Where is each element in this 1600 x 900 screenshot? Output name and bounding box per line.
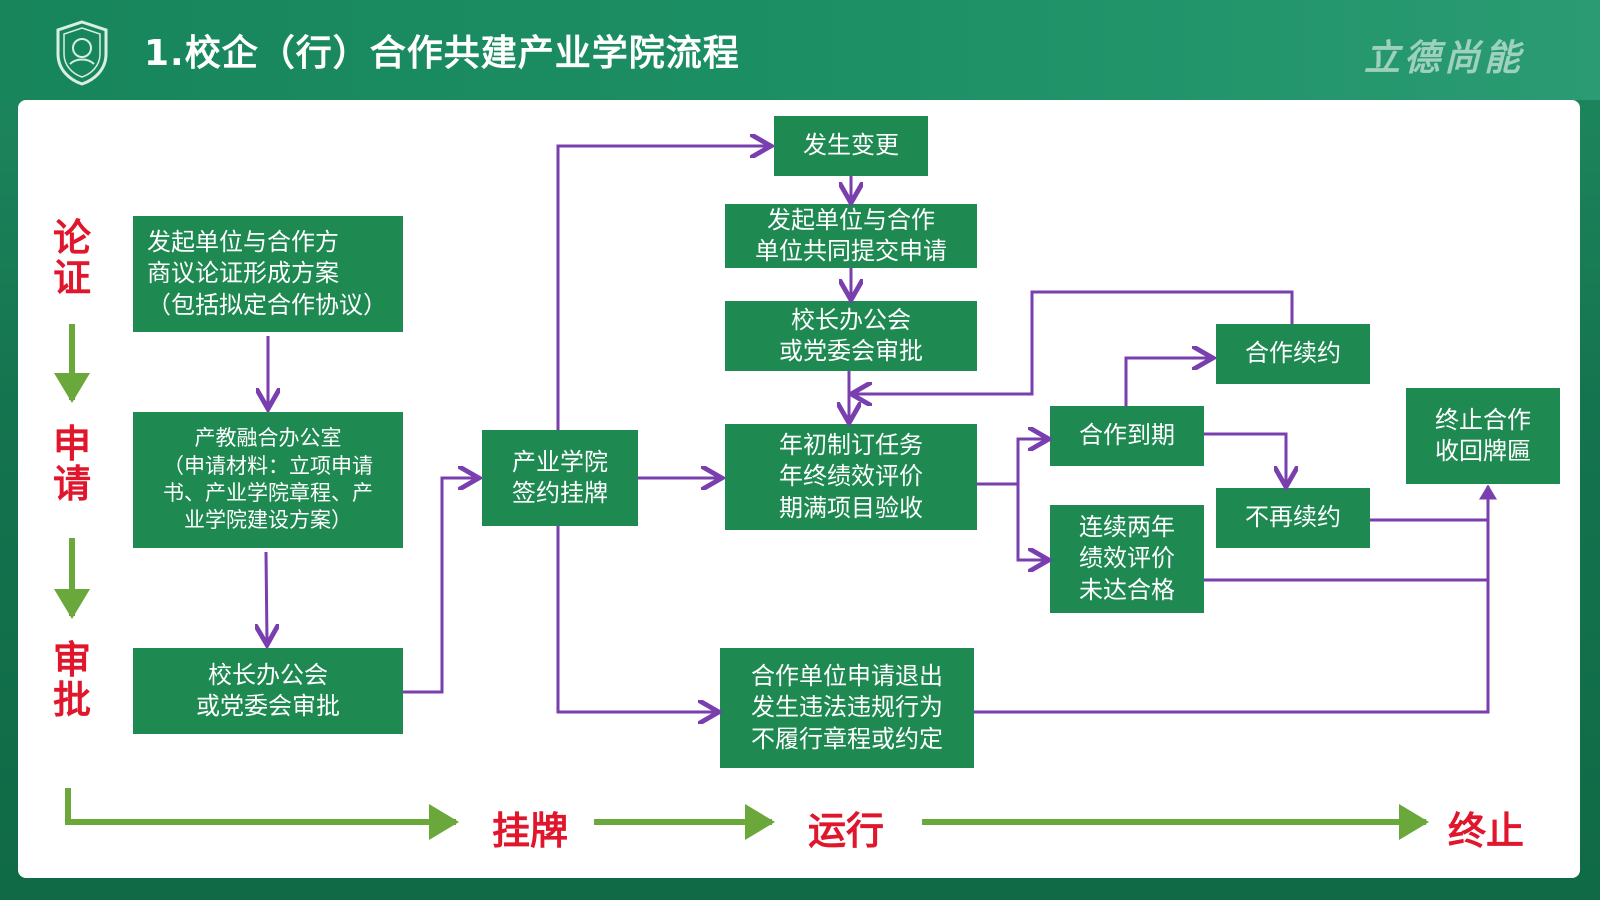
box-line: 校长办公会 [791,305,911,334]
box-line: 产教融合办公室 [194,426,342,451]
box-line: 商议论证形成方案 [147,259,339,288]
box-line: 或党委会审批 [196,692,340,720]
page-title: 1.校企（行）合作共建产业学院流程 [144,33,740,74]
stage-char: 申 [52,422,91,466]
stage-char: 证 [52,256,91,300]
box-line: 连续两年 [1079,513,1175,542]
box-line: 未达合格 [1079,575,1175,604]
stage-char: 批 [52,678,91,722]
box-tasks: 年初制订任务 年终绩效评价 期满项目验收 [725,424,977,530]
box-line: 合作单位申请退出 [751,662,943,691]
box-signing: 产业学院 签约挂牌 [482,430,638,526]
motto-calligraphy: 立德尚能 [1364,37,1525,79]
box-line: 发起单位与合作 [767,205,935,234]
box-line: 业学院建设方案） [184,508,352,533]
stage-lunzheng: 论 证 [50,218,94,298]
box-failed-eval: 连续两年 绩效评价 未达合格 [1050,505,1204,613]
box-line: （申请材料：立项申请 [163,453,373,478]
box-line: 发生变更 [803,131,899,160]
box-line: 绩效评价 [1079,544,1175,573]
box-line: （包括拟定合作协议） [147,290,387,319]
box-line: 产业学院 [512,447,608,476]
box-line: 发起单位与合作方 [147,228,339,257]
box-line: 期满项目验收 [779,493,923,522]
box-office: 产教融合办公室 （申请材料：立项申请 书、产业学院章程、产 业学院建设方案） [133,412,403,548]
header-band [0,0,1600,100]
stage-guapai: 挂牌 [492,809,569,853]
box-line: 单位共同提交申请 [755,237,947,265]
box-line: 合作到期 [1079,421,1175,450]
stage-zhongzhi: 终止 [1448,809,1525,853]
box-line: 发生违法违规行为 [751,693,943,722]
stage-yunxing: 运行 [808,809,885,853]
box-line: 或党委会审批 [779,337,923,365]
box-line: 不履行章程或约定 [751,724,943,753]
stage-shenqing: 申 请 [50,424,94,504]
stage-char: 论 [52,216,91,260]
box-line: 签约挂牌 [512,479,608,507]
box-proposal: 发起单位与合作方 商议论证形成方案 （包括拟定合作协议） [133,216,403,332]
box-line: 年初制订任务 [779,431,923,460]
box-terminate: 终止合作 收回牌匾 [1406,388,1560,484]
box-joint-submit: 发起单位与合作 单位共同提交申请 [725,204,977,268]
box-approval-1: 校长办公会 或党委会审批 [133,648,403,734]
box-line: 不再续约 [1245,503,1341,532]
stage-char: 审 [52,638,91,682]
box-no-renew: 不再续约 [1216,488,1370,548]
box-withdraw: 合作单位申请退出 发生违法违规行为 不履行章程或约定 [720,648,974,768]
box-line: 书、产业学院章程、产 [163,481,373,505]
box-approval-2: 校长办公会 或党委会审批 [725,301,977,371]
stage-char: 请 [52,462,91,506]
box-line: 收回牌匾 [1435,437,1531,465]
school-emblem-icon [54,20,110,86]
box-line: 年终绩效评价 [779,462,923,491]
box-renew: 合作续约 [1216,324,1370,384]
box-change: 发生变更 [774,116,928,176]
box-line: 合作续约 [1245,339,1341,368]
stage-shenpi: 审 批 [50,640,94,720]
box-expire: 合作到期 [1050,406,1204,466]
box-line: 校长办公会 [208,660,328,689]
box-line: 终止合作 [1435,405,1531,434]
